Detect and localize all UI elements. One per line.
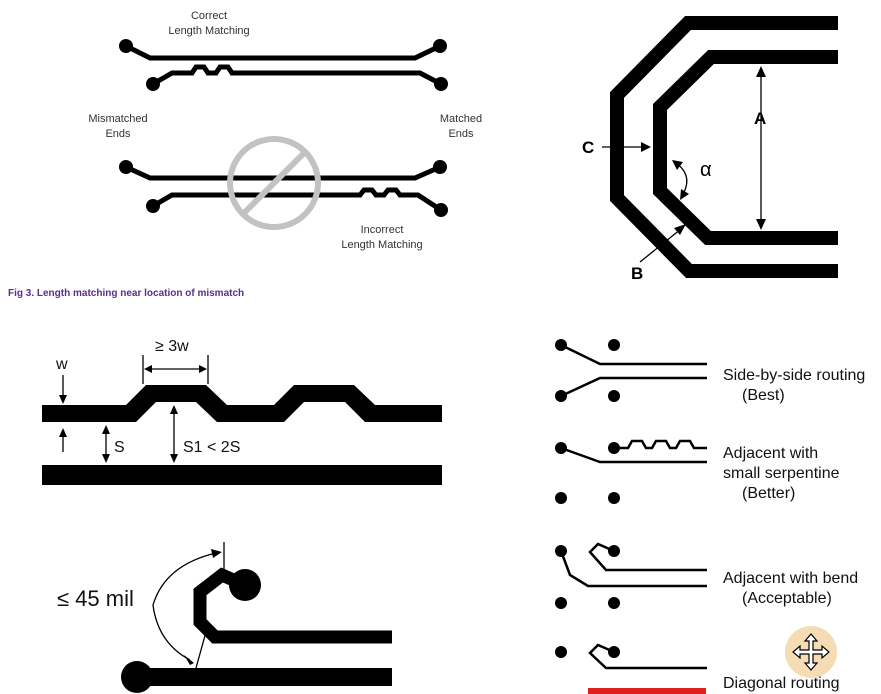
- serpentine-spacing-diagram: ≥ 3w w S S1 < 2S: [42, 338, 442, 485]
- ends-label: Ends: [448, 128, 474, 140]
- trace: [560, 376, 707, 398]
- routing-label-2: Adjacent with: [723, 445, 818, 462]
- pad: [555, 492, 567, 504]
- arrow-head: [672, 160, 683, 170]
- routing-sub-2a: small serpentine: [723, 465, 840, 482]
- extension-line: [195, 631, 207, 669]
- trace: [560, 446, 707, 464]
- label-w: w: [55, 356, 68, 373]
- label-b: B: [631, 264, 643, 283]
- routing-label-3: Adjacent with bend: [723, 570, 858, 587]
- bent-trace: [588, 643, 707, 670]
- routing-styles-diagram: Side-by-side routing (Best) Adjacent wit…: [555, 339, 865, 694]
- dimension-arc: [152, 552, 217, 661]
- diagonal-routing: Diagonal routing: [555, 643, 840, 694]
- routing-sub-2b: (Better): [742, 485, 795, 502]
- length-matching-label: Length Matching: [341, 239, 422, 251]
- serpentine-trace: [151, 187, 443, 213]
- label-s: S: [114, 439, 125, 456]
- trace: [124, 43, 442, 61]
- label-s1: S1 < 2S: [183, 439, 240, 456]
- arrow-head: [102, 425, 110, 434]
- correct-label: Correct: [191, 10, 227, 22]
- side-by-side-routing: Side-by-side routing (Best): [555, 339, 865, 404]
- mismatched-label: Mismatched: [88, 113, 147, 125]
- matched-label: Matched: [440, 113, 482, 125]
- routing-sub-3: (Acceptable): [742, 590, 832, 607]
- label-c: C: [582, 138, 594, 157]
- correct-trace-pair: [119, 39, 448, 91]
- arrow-head: [170, 405, 178, 414]
- label-a: A: [754, 109, 766, 128]
- label-alpha: α: [700, 159, 712, 181]
- pad: [608, 597, 620, 609]
- arrow-head: [756, 66, 766, 77]
- move-cursor-icon: [785, 626, 837, 678]
- trace: [559, 550, 707, 588]
- arrow-head: [211, 549, 222, 558]
- dimension-b-line: [639, 228, 682, 263]
- incorrect-trace-pair: [119, 160, 448, 217]
- prohibited-sign-icon: [227, 136, 321, 230]
- arrow-head: [680, 189, 689, 200]
- straight-trace: [42, 465, 442, 485]
- trace-bend-diagram: A C B α: [582, 16, 838, 283]
- routing-label-1: Side-by-side routing: [723, 367, 865, 384]
- inner-trace: [653, 50, 838, 245]
- pad-escape-diagram: ≤ 45 mil: [57, 542, 392, 693]
- length-matching-label: Length Matching: [168, 25, 249, 37]
- trace: [560, 343, 707, 366]
- label-3w: ≥ 3w: [155, 338, 189, 355]
- pad: [555, 597, 567, 609]
- figure-caption: Fig 3. Length matching near location of …: [8, 288, 244, 299]
- pad: [608, 390, 620, 402]
- serpentine-trace: [614, 439, 707, 450]
- serpentine-trace: [151, 64, 443, 87]
- length-matching-diagram: Correct Length Matching Mismatched Ends …: [88, 10, 482, 251]
- pad: [608, 492, 620, 504]
- red-trace: [588, 688, 706, 694]
- pad: [555, 646, 567, 658]
- routing-sub-1: (Best): [742, 387, 785, 404]
- adjacent-serpentine-routing: Adjacent with small serpentine (Better): [555, 439, 840, 504]
- escape-trace: [193, 567, 392, 644]
- arrow-head: [144, 365, 152, 373]
- routing-label-4: Diagonal routing: [723, 675, 840, 692]
- arrow-head: [674, 224, 686, 235]
- arrow-head: [59, 395, 67, 404]
- serpentine-trace: [42, 385, 442, 422]
- arrow-head: [756, 219, 766, 230]
- incorrect-label: Incorrect: [361, 224, 404, 236]
- adjacent-bend-routing: Adjacent with bend (Acceptable): [555, 542, 858, 609]
- arrow-head: [184, 655, 194, 665]
- arrow-head: [102, 454, 110, 463]
- arrow-head: [170, 454, 178, 463]
- arrow-head: [59, 428, 67, 437]
- ends-label: Ends: [105, 128, 131, 140]
- arrow-head: [199, 365, 207, 373]
- pad: [608, 339, 620, 351]
- straight-trace: [137, 668, 392, 686]
- bent-trace: [588, 542, 707, 572]
- arrow-head: [641, 142, 651, 152]
- label-45-mil: ≤ 45 mil: [57, 586, 134, 611]
